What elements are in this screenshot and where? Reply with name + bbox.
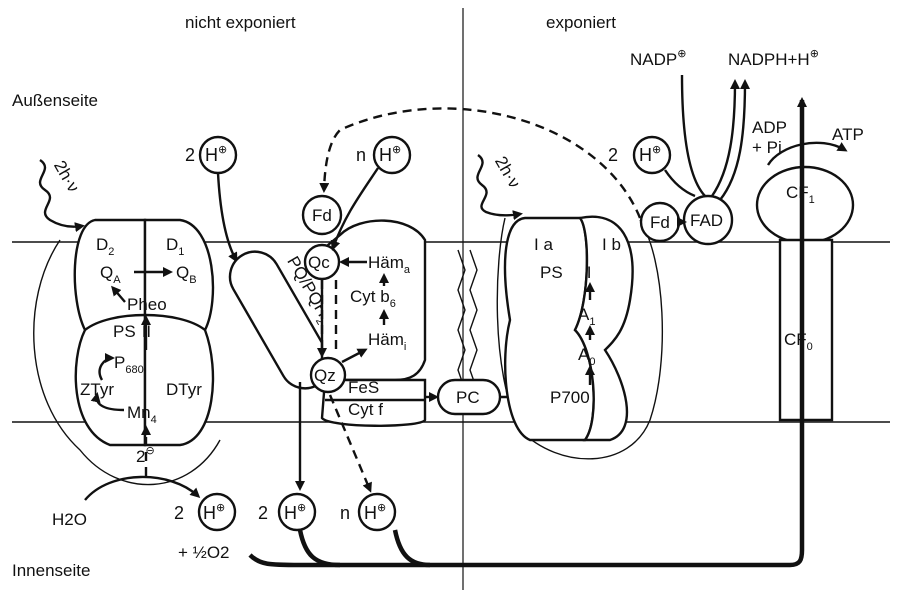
nadph-out-arrow-1	[711, 79, 740, 197]
nadph-label: NADPH+H⊕	[728, 48, 819, 69]
ps1-light-label: 2h·ν	[491, 153, 524, 191]
header-not-exposed: nicht exponiert	[185, 13, 296, 32]
cyt-b6-label: Cyt b6	[350, 287, 396, 310]
proton-to-fad-line	[664, 169, 696, 198]
proton-cyt-lumen-count: n	[340, 503, 350, 523]
proton-ps2-top-label: H⊕	[205, 144, 227, 165]
cf1-head	[755, 165, 855, 245]
mn4-label: Mn4	[127, 403, 157, 426]
atp-label: ATP	[832, 125, 864, 144]
fes-label: FeS	[348, 378, 379, 397]
proton-cyt-lumen-circle	[357, 492, 397, 532]
header-exposed: exponiert	[546, 13, 616, 32]
proton-water-count: 2	[174, 503, 184, 523]
p700-label: P700	[550, 388, 590, 407]
ztyr-label: ZTyr	[80, 380, 114, 399]
side-inner-label: Innenseite	[12, 561, 90, 580]
qa-label: QA	[100, 263, 121, 286]
ferredoxin-cyclic-circle	[301, 194, 343, 236]
proton-flow-branch-cyt	[392, 529, 431, 568]
fad-label: FAD	[690, 211, 723, 230]
ham-i-label: Hämi	[368, 330, 406, 353]
proton-cyt-top-circle	[372, 135, 412, 175]
cf0-stalk	[778, 238, 834, 422]
ps1-ia-label: I a	[534, 235, 553, 254]
atp-synthase	[755, 165, 855, 422]
oxygen-label: + ½O2	[178, 543, 230, 562]
proton-water-label: H⊕	[203, 502, 225, 523]
ps1-halo	[496, 217, 664, 460]
ps1-ib-label: I b	[602, 235, 621, 254]
side-outer-label: Außenseite	[12, 91, 98, 110]
nadph-out-arrow-2	[719, 79, 750, 201]
electrons-label: 2⊖	[136, 445, 155, 466]
proton-fad-circle	[632, 135, 672, 175]
ztyr-to-p680-arrow	[98, 353, 115, 381]
photosystem-ii	[33, 218, 221, 486]
cyclic-electron-flow	[319, 107, 642, 219]
ps2-d1-subunit	[143, 218, 215, 447]
ps2-d2-subunit	[73, 218, 147, 447]
a1-label: A1	[578, 305, 595, 328]
proton-to-pq-arrow	[216, 172, 238, 263]
proton-pq-count: 2	[258, 503, 268, 523]
h2o-label: H2O	[52, 510, 87, 529]
nadp-label: NADP⊕	[630, 48, 686, 69]
proton-cyt-top-count: n	[356, 145, 366, 165]
proton-flow-branch-pq	[297, 529, 341, 568]
proton-ps2-top-count: 2	[185, 145, 195, 165]
dtyr-label: DTyr	[166, 380, 202, 399]
ferredoxin-cyclic-label: Fd	[312, 206, 332, 225]
cyt-f-label: Cyt f	[348, 400, 383, 419]
proton-cyt-top-label: H⊕	[379, 144, 401, 165]
mn4-to-ztyr-arrow	[90, 392, 125, 412]
a0-label: A0	[578, 345, 595, 368]
qb-label: QB	[176, 263, 197, 286]
ferredoxin-label: Fd	[650, 213, 670, 232]
d2-label: D2	[96, 235, 114, 258]
qc-label: Qc	[308, 253, 330, 272]
plastocyanin-label: PC	[456, 388, 480, 407]
proton-fad-count: 2	[608, 145, 618, 165]
qz-to-ham-i-arrow	[341, 348, 368, 364]
proton-water-circle	[197, 492, 237, 532]
photosystem-i	[496, 215, 664, 460]
ps2-light-wave	[38, 159, 85, 233]
ham-a-label: Häma	[368, 253, 411, 276]
ps1-light-wave	[476, 154, 523, 221]
nadp-in-line	[680, 74, 706, 197]
proton-pq-label: H⊕	[284, 502, 306, 523]
ps1-ib-subunit	[573, 215, 634, 442]
p680-label: P680	[114, 353, 144, 376]
qz-label: Qz	[314, 366, 336, 385]
pheo-label: Pheo	[127, 295, 167, 314]
water-split-arrow	[84, 475, 201, 501]
qz-site	[309, 356, 347, 394]
qz-to-lumen-dashed-arrow	[328, 394, 372, 493]
proton-fad-label: H⊕	[639, 144, 661, 165]
cyt-f-body	[320, 378, 427, 427]
adp-label: ADP	[752, 118, 787, 137]
proton-motive-flow	[248, 97, 807, 568]
ps2-light-label: 2h·ν	[50, 157, 83, 195]
pi-label: + Pi	[752, 138, 782, 157]
pheo-to-qa-arrow	[111, 285, 126, 303]
ps2-halo	[33, 239, 221, 486]
proton-cyt-lumen-label: H⊕	[364, 502, 386, 523]
proton-pq-circle	[277, 492, 317, 532]
proton-to-qc-arrow	[330, 167, 379, 251]
d1-label: D1	[166, 235, 184, 258]
